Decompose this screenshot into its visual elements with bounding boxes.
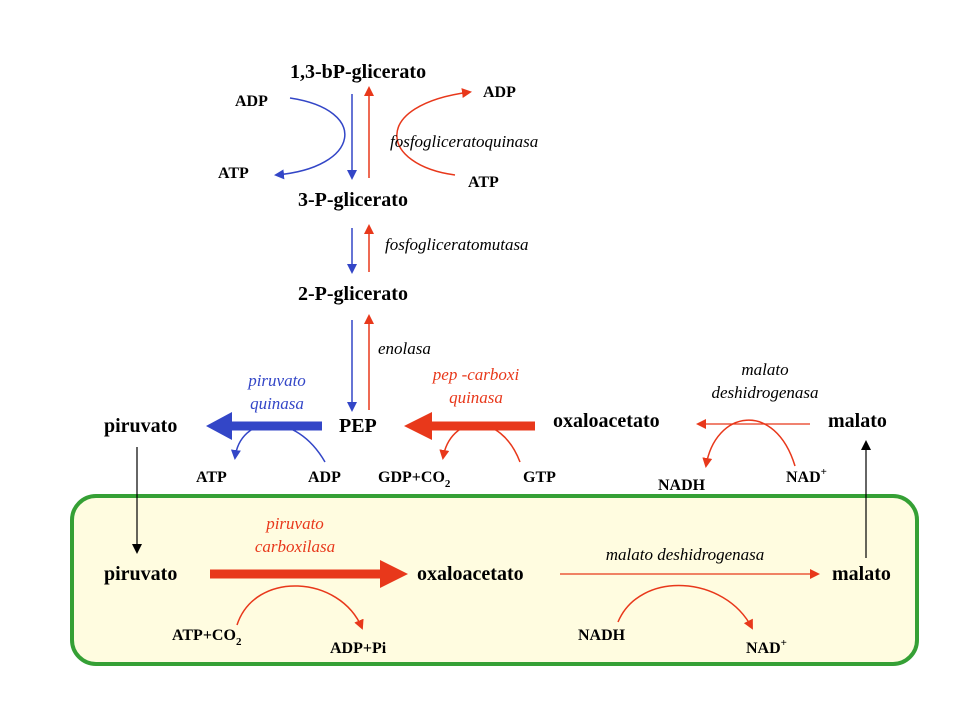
label-malate-cyto: malato [828,410,887,432]
cofactor-pepck-gtp: GTP [523,469,556,486]
cofactor-pepck-gdp: GDP+CO2 [378,469,451,490]
enzyme-mdh-mito: malato deshidrogenasa [606,545,765,564]
curve-atp-adp-right [396,88,472,176]
cofactor-pc-atp: ATP+CO2 [172,627,242,648]
enzyme-pc-line2: carboxilasa [255,537,335,556]
enzyme-pepck-line2: quinasa [449,388,503,407]
cofactor-pk-adp: ADP [308,469,341,486]
cofactor-pk-atp: ATP [196,469,227,486]
enzyme-pgk: fosfogliceratoquinasa [390,132,538,151]
label-oaa-cyto: oxaloacetato [553,410,660,432]
cofactor-atp-right: ATP [468,174,499,191]
cofactor-mdh-cyto-nad: NAD+ [786,466,827,486]
arrowhead-pep-to-pyruvate [206,412,232,440]
cofactor-mdh-mito-nadh: NADH [578,627,626,644]
enzyme-pk-line1: piruvato [247,371,306,390]
label-pep: PEP [339,415,377,437]
cofactor-atp-left: ATP [218,165,249,182]
curve-gtp-gdp-pepck [439,423,521,463]
cofactor-adp-left: ADP [235,93,268,110]
label-oaa-mito: oxaloacetato [417,563,524,585]
enzyme-pk-line2: quinasa [250,394,304,413]
label-pyruvate-mito: piruvato [104,563,177,585]
label-pyruvate-cyto: piruvato [104,415,177,437]
curve-nad-nadh-cyto [702,419,796,468]
mitochondria-compartment [70,494,919,666]
enzyme-mdh-cyto-line2: deshidrogenasa [711,383,818,402]
curve-atp-adp-pc [236,585,364,630]
curve-adp-atp-left [274,97,346,180]
arrowhead-pyruvate-to-oaa [380,560,408,588]
label-3pg: 3-P-glicerato [298,189,408,211]
enzyme-pc-line1: piruvato [265,514,324,533]
cofactor-mdh-mito-nad: NAD+ [746,637,787,657]
curve-atp-adp-pk [230,423,326,463]
enzyme-pgm: fosfogliceratomutasa [385,235,529,254]
enzyme-mdh-cyto-line1: malato [741,360,788,379]
arrowhead-oaa-to-pep [404,412,432,440]
enzyme-pepck-line1: pep -carboxi [432,365,520,384]
cofactor-pc-adp: ADP+Pi [330,640,387,657]
curve-nadh-nad-mito [617,584,753,630]
label-bpg: 1,3-bP-glicerato [290,61,426,83]
enzyme-enolase: enolasa [378,339,431,358]
label-2pg: 2-P-glicerato [298,283,408,305]
cofactor-adp-right: ADP [483,84,516,101]
cofactor-mdh-cyto-nadh: NADH [658,477,706,494]
label-malate-mito: malato [832,563,891,585]
